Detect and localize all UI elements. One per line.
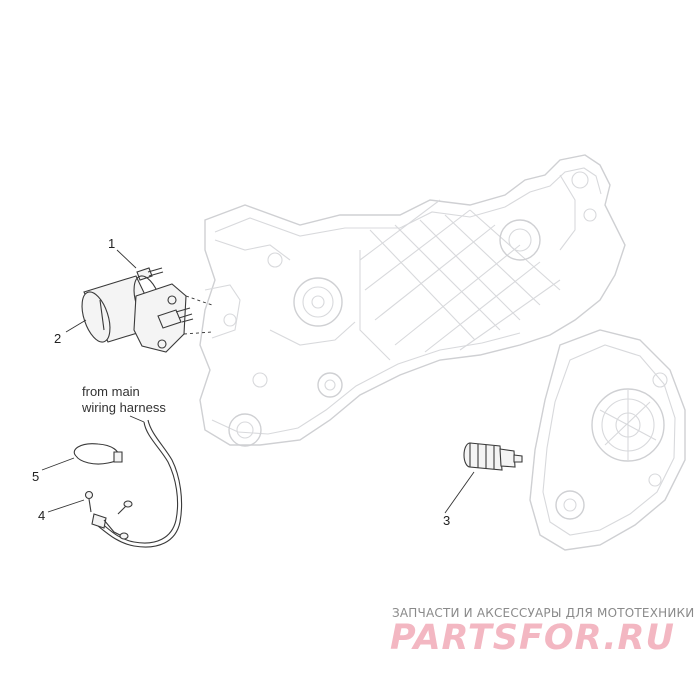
callout-5: 5 (32, 469, 40, 484)
side-cover (529, 329, 686, 551)
watermark-tagline: ЗАПЧАСТИ И АКСЕССУАРЫ ДЛЯ МОТОТЕХНИКИ (392, 606, 695, 620)
clamp-part-5 (73, 443, 123, 465)
wiring-note: from main wiring harness (82, 384, 166, 416)
leader-lines (41, 249, 475, 514)
callout-4: 4 (38, 508, 46, 523)
wiring-note-line-2: wiring harness (82, 400, 166, 415)
callout-1: 1 (108, 236, 116, 251)
starter-drive-part-3 (463, 442, 523, 471)
wiring-harness-cable (91, 419, 183, 548)
starter-motor-part-2 (81, 275, 213, 353)
crankcase-housing (199, 154, 626, 447)
callout-2: 2 (54, 331, 62, 346)
watermark-logo: PARTSFOR.RU (390, 618, 675, 658)
wiring-note-line-1: from main (82, 384, 140, 399)
callout-3: 3 (443, 513, 451, 528)
screw-part-4 (84, 490, 94, 513)
